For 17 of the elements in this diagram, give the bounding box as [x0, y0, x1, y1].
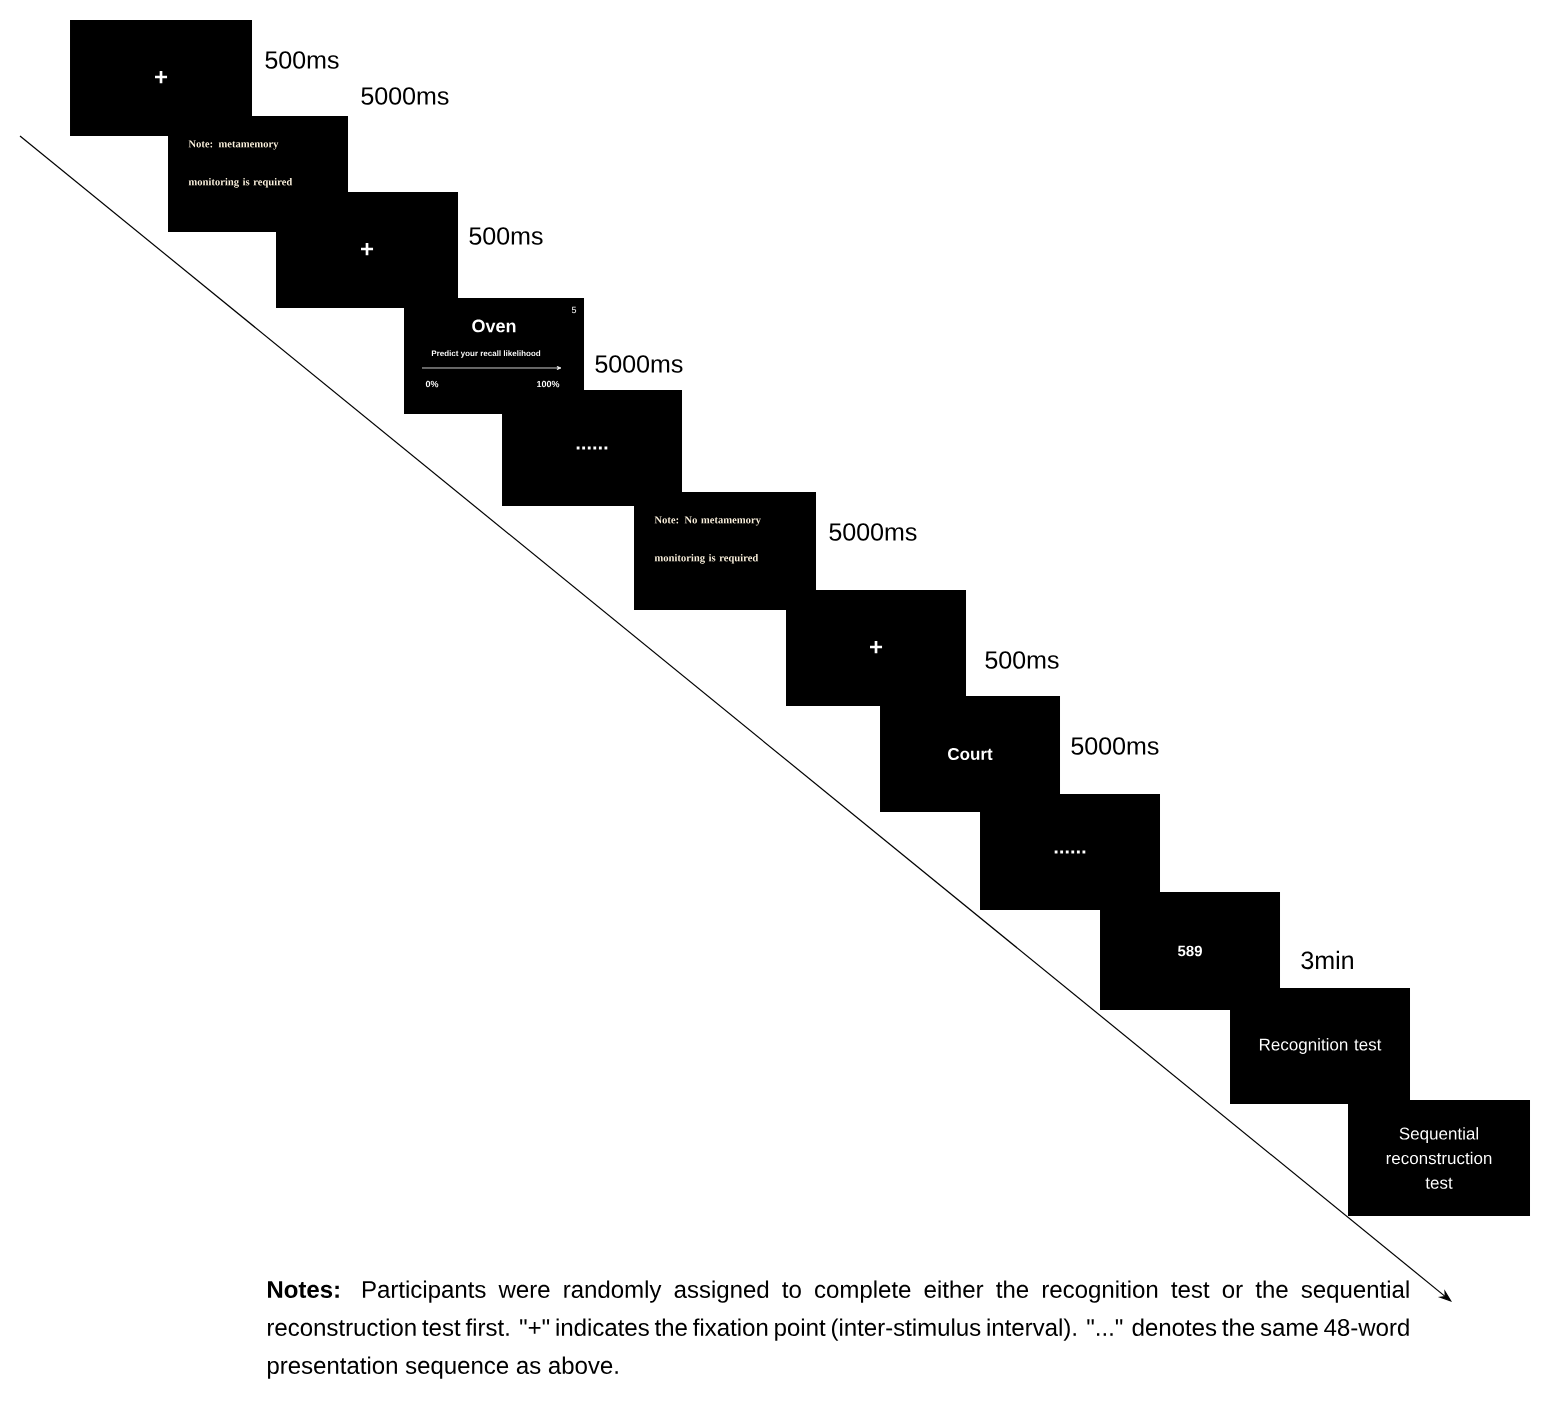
- stimulus-screen: Court: [880, 696, 1060, 812]
- stimulus-screen: ......: [980, 794, 1160, 910]
- duration-label: 5000ms: [1071, 737, 1159, 755]
- stimulus-screen: +: [276, 192, 458, 308]
- duration-label: 3min: [1301, 950, 1353, 970]
- stimulus-screen: +: [786, 590, 966, 706]
- duration-label: 5000ms: [361, 87, 449, 105]
- duration-label: 500ms: [985, 651, 1059, 669]
- duration-label: 5000ms: [595, 355, 683, 373]
- duration-label: 500ms: [265, 51, 339, 69]
- stimulus-screen: Sequential reconstruction test: [1348, 1100, 1530, 1216]
- notes-caption: Notes: Participants were randomly assigned to complete either the recognition test or the sequential reconstruction test first. "+" indicates the fixation point (inter-stimulus interval). "..." denotes the same 48-word presentation sequence as above.: [267, 1280, 1409, 1379]
- stimulus-screen: Recognition test: [1230, 988, 1410, 1104]
- duration-label: 500ms: [469, 227, 543, 245]
- stimulus-screen: +: [70, 20, 252, 136]
- stimulus-screen: ......: [502, 390, 682, 506]
- duration-label: 5000ms: [829, 523, 917, 541]
